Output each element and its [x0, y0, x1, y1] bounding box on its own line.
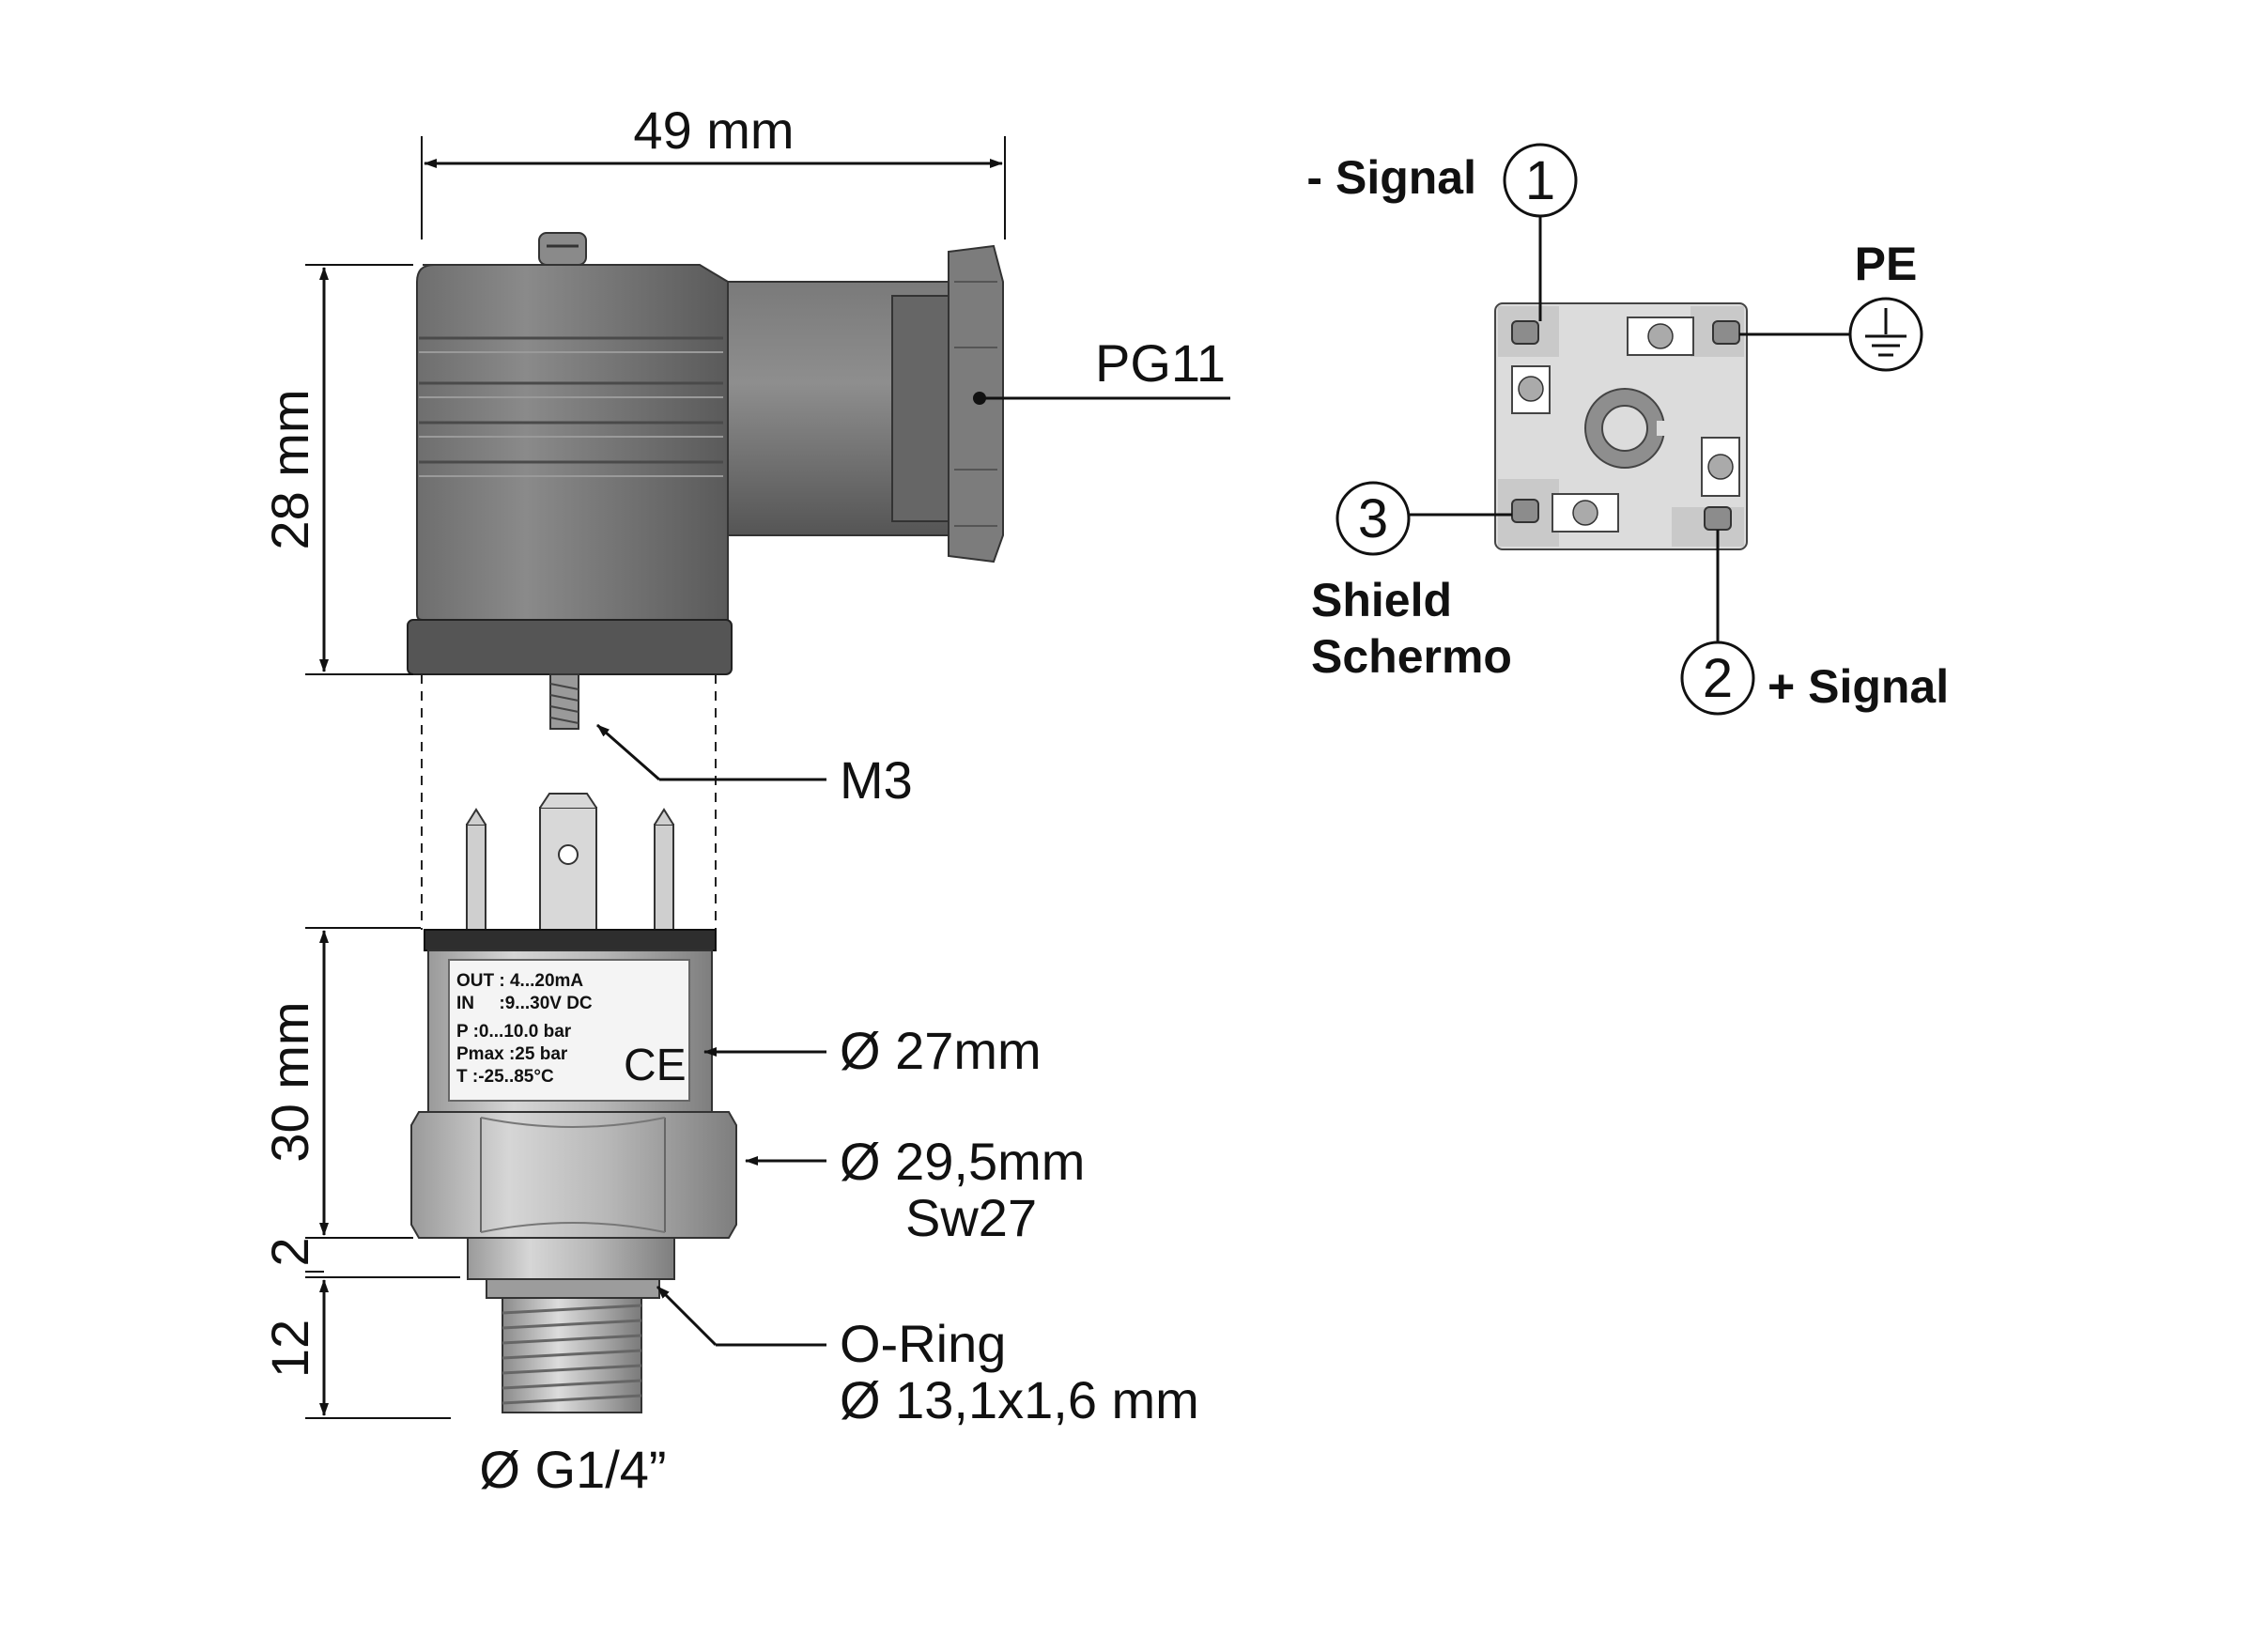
label-temperature: T :-25..85°C — [456, 1067, 554, 1087]
pin-3-number: 3 — [1358, 488, 1388, 549]
dimension-lines — [305, 136, 1006, 1419]
pressure-sensor — [410, 793, 737, 1413]
pin-1-label: - Signal — [1306, 151, 1476, 204]
callout-m3: M3 — [840, 750, 913, 810]
ce-mark: CE — [624, 1041, 687, 1090]
label-in: IN :9...30V DC — [456, 994, 593, 1013]
callout-pg11: PG11 — [1095, 333, 1226, 393]
dimension-height-28: 28 mm — [260, 389, 319, 549]
callout-oring: O-Ring — [840, 1314, 1006, 1373]
dimension-height-2: 2 — [260, 1237, 319, 1266]
label-out: OUT : 4...20mA — [456, 971, 583, 991]
pin-3-label-shield: Shield — [1311, 574, 1452, 626]
pin-3-label-schermo: Schermo — [1311, 630, 1512, 683]
callout-oring-size: Ø 13,1x1,6 mm — [840, 1370, 1199, 1429]
wiring-diagram — [1335, 143, 1923, 716]
callout-diameter-27: Ø 27mm — [840, 1021, 1042, 1080]
callout-leaders — [596, 392, 1230, 1347]
pin-2-label: + Signal — [1768, 660, 1949, 713]
pin-1-number: 1 — [1525, 150, 1555, 211]
callout-diameter-29-5: Ø 29,5mm — [840, 1132, 1085, 1191]
dimension-height-30: 30 mm — [260, 1001, 319, 1162]
dimension-height-12: 12 — [260, 1320, 319, 1378]
label-pmax: Pmax :25 bar — [456, 1044, 568, 1064]
callout-sw27: Sw27 — [905, 1188, 1037, 1247]
din-connector — [407, 232, 1004, 730]
callout-thread-g14: Ø G1/4” — [479, 1440, 666, 1499]
dimension-width-49: 49 mm — [633, 100, 794, 160]
pin-2-number: 2 — [1703, 648, 1733, 709]
pe-label: PE — [1855, 238, 1918, 290]
label-pressure: P :0...10.0 bar — [456, 1022, 572, 1042]
